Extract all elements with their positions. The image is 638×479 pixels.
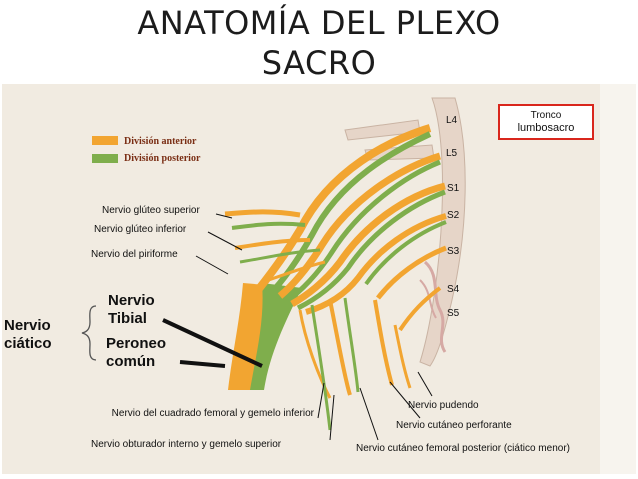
s2-posterior xyxy=(364,220,447,286)
posterior-femoral-cutaneous-branch-2 xyxy=(343,297,360,393)
root-label-l5: L5 xyxy=(446,148,458,159)
pointer-tibial xyxy=(162,318,263,368)
legend-swatch-anterior xyxy=(92,136,118,145)
lumbosacral-trunk-anterior xyxy=(254,124,432,293)
obturator-internus-branch xyxy=(310,304,332,431)
label-peroneo: Peroneo común xyxy=(106,335,167,370)
label-ciatico: Nervio ciático xyxy=(4,317,52,352)
s4-anterior xyxy=(398,286,442,332)
page-title-line-1: ANATOMÍA DEL PLEXO xyxy=(137,4,501,42)
s3-anterior xyxy=(376,245,447,300)
posterior-femoral-cutaneous-branch xyxy=(328,299,352,396)
callout-line-1: Tronco xyxy=(530,110,562,121)
pudendal-nerve-branch xyxy=(373,299,394,386)
perforating-cutaneous-branch xyxy=(393,324,412,389)
label-perforante: Nervio cutáneo perforante xyxy=(396,420,512,431)
label-obturador: Nervio obturador interno y gemelo superi… xyxy=(91,439,282,450)
page-title-line-2: SACRO xyxy=(261,44,377,82)
lumbosacral-trunk-callout: Tronco lumbosacro xyxy=(498,104,594,140)
pointer-piriforme xyxy=(195,255,229,275)
legend-swatch-posterior xyxy=(92,154,118,163)
label-femoral-posterior: Nervio cutáneo femoral posterior (ciátic… xyxy=(356,443,570,454)
label-pudendo: Nervio pudendo xyxy=(408,400,479,411)
pointer-perforante xyxy=(389,381,421,419)
inferior-gluteal-nerve xyxy=(234,238,311,250)
s1-posterior xyxy=(296,189,446,311)
illustration-margin xyxy=(600,84,636,474)
legend-label-anterior: División anterior xyxy=(124,136,197,147)
label-gluteo-superior: Nervio glúteo superior xyxy=(102,205,200,216)
root-label-s2: S2 xyxy=(447,210,460,221)
piriformis-nerve xyxy=(261,260,326,284)
root-label-s5: S5 xyxy=(447,308,460,319)
callout-line-2: lumbosacro xyxy=(517,122,575,134)
root-label-s3: S3 xyxy=(447,246,460,257)
pointer-femoral-posterior xyxy=(359,387,379,441)
pointer-gluteo-superior xyxy=(215,213,233,219)
sciatic-trunk-peroneal xyxy=(250,283,302,390)
root-label-s4: S4 xyxy=(447,284,460,295)
label-tibial: Nervio Tibial xyxy=(108,292,155,327)
pointer-gluteo-inferior xyxy=(207,231,243,251)
label-gluteo-inferior: Nervio glúteo inferior xyxy=(94,224,187,235)
lumbosacral-trunk-posterior xyxy=(267,131,432,297)
superior-gluteal-nerve-posterior xyxy=(231,221,306,230)
pointer-pudendo xyxy=(417,371,433,397)
legend-label-posterior: División posterior xyxy=(124,153,201,164)
label-piriforme: Nervio del piriforme xyxy=(91,249,178,260)
superior-gluteal-nerve xyxy=(224,209,301,218)
sacrum-bone xyxy=(419,97,466,367)
l5-posterior xyxy=(286,159,441,303)
root-label-l4: L4 xyxy=(446,115,458,126)
ciatico-brace xyxy=(81,305,97,361)
label-cuadrado: Nervio del cuadrado femoral y gemelo inf… xyxy=(111,408,314,419)
s2-anterior xyxy=(305,213,447,315)
pointer-peroneo xyxy=(179,360,226,368)
l5-anterior xyxy=(277,152,442,299)
pointer-cuadrado xyxy=(317,382,325,419)
inferior-gluteal-nerve-posterior xyxy=(239,248,321,264)
s1-anterior xyxy=(290,182,446,308)
pelvic-vessel xyxy=(423,260,447,353)
root-label-s1: S1 xyxy=(447,183,460,194)
pointer-obturador xyxy=(329,394,335,441)
